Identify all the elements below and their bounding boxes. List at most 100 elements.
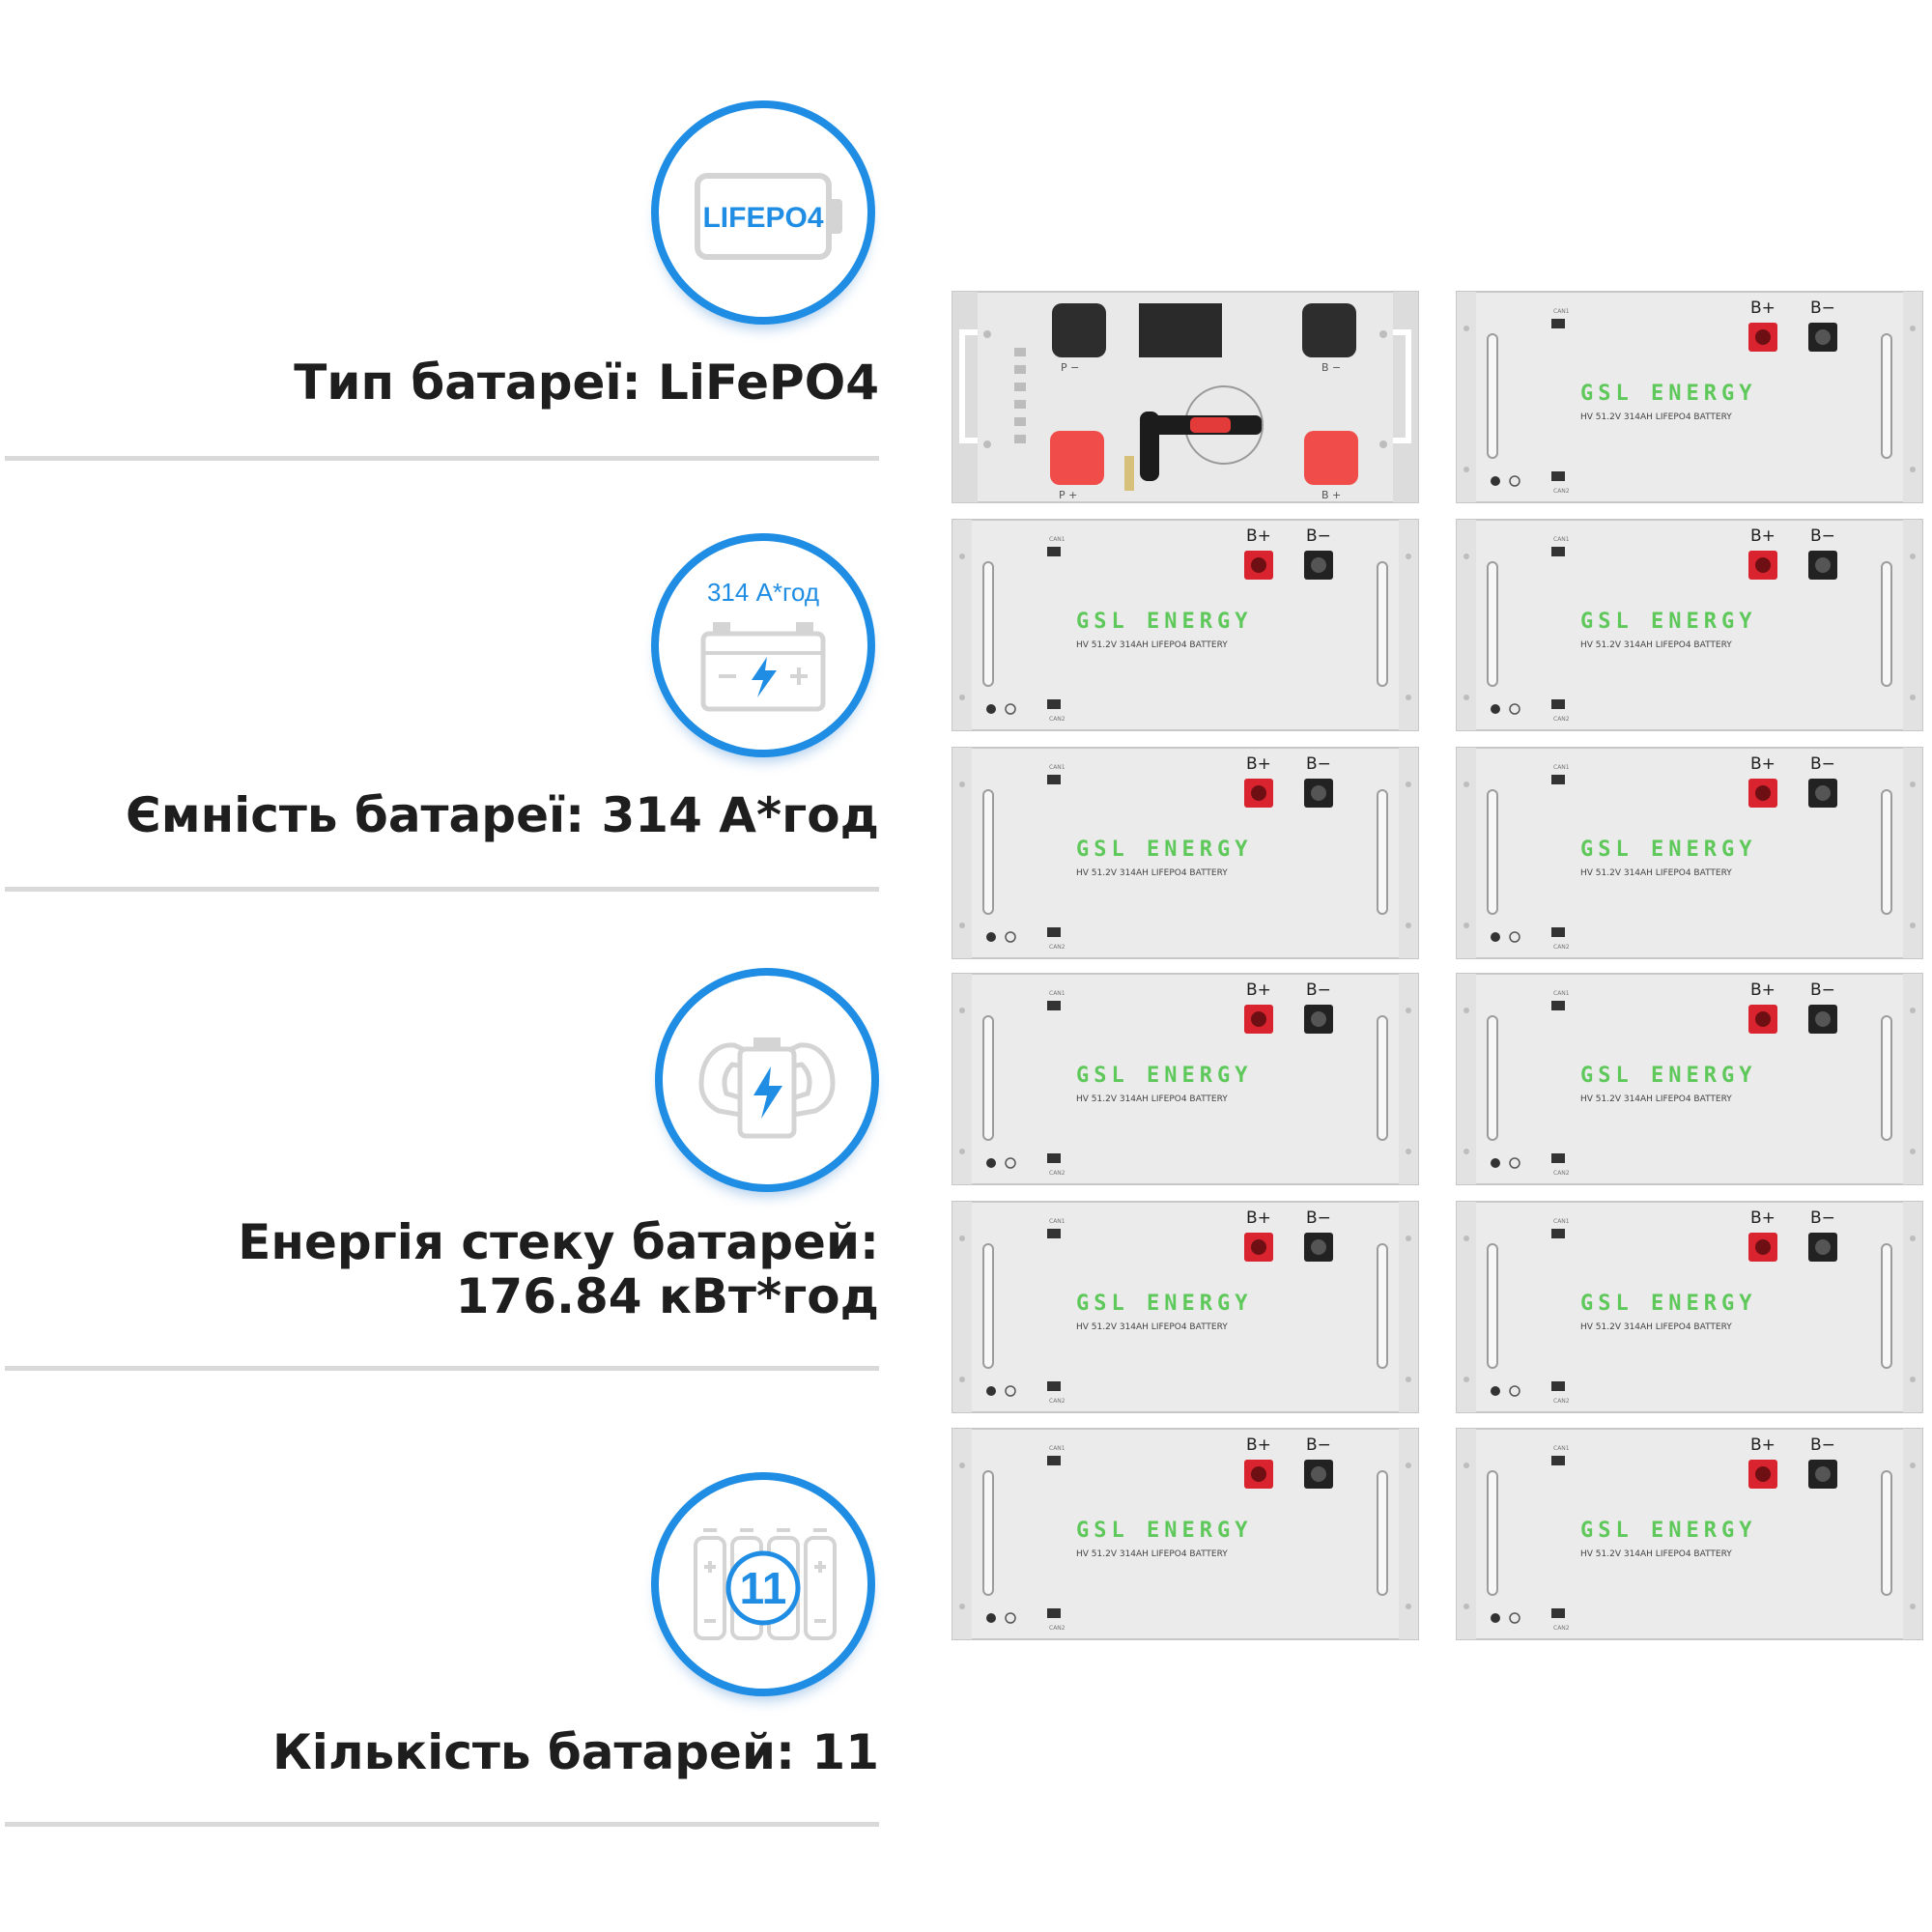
spec-battery-count: 11 Кількість батарей: 11 [0,0,879,1835]
battery-model-label: HV 51.2V 314AH LIFEPO4 BATTERY [1076,1549,1228,1559]
port-label-bottom: CAN2 [1553,716,1570,723]
terminal-plus-label: B+ [1246,754,1271,774]
battery-model-label: HV 51.2V 314AH LIFEPO4 BATTERY [1580,1094,1732,1104]
terminal-plus-label: B+ [1750,1435,1776,1455]
port-label-top: CAN1 [1553,536,1570,543]
brand-logo-text: GSL ENERGY [1580,382,1756,406]
port-label-bottom: CAN2 [1553,1170,1570,1177]
brand-logo-text: GSL ENERGY [1580,1292,1756,1316]
svg-text:11: 11 [740,1563,787,1613]
battery-module: CAN1 CAN2 B+ B− GSL ENERGY HV 51.2V 314A… [949,1427,1422,1641]
terminal-plus-label: B+ [1246,1435,1271,1455]
battery-model-label: HV 51.2V 314AH LIFEPO4 BATTERY [1580,1322,1732,1332]
battery-module: CAN1 CAN2 B+ B− GSL ENERGY HV 51.2V 314A… [1453,1200,1926,1414]
battery-model-label: HV 51.2V 314AH LIFEPO4 BATTERY [1580,412,1732,422]
brand-logo-text: GSL ENERGY [1076,1064,1252,1088]
divider [5,1822,879,1827]
port-label-bottom: CAN2 [1553,944,1570,951]
battery-model-label: HV 51.2V 314AH LIFEPO4 BATTERY [1580,868,1732,878]
spec-label-battery-capacity: Ємність батареї: 314 А*год [126,787,879,843]
battery-capacity-icon: 314 А*год [651,533,875,757]
spec-label-stack-energy-line2: 176.84 кВт*год [455,1268,879,1324]
port-label-top: CAN1 [1553,990,1570,997]
terminal-plus-label: B+ [1246,980,1271,1000]
port-label-bottom: CAN2 [1049,1398,1065,1405]
lifepo4-battery-icon: LIFEPO4 [651,100,875,325]
battery-model-label: HV 51.2V 314AH LIFEPO4 BATTERY [1076,640,1228,650]
battery-model-label: HV 51.2V 314AH LIFEPO4 BATTERY [1076,1322,1228,1332]
terminal-plus-label: B+ [1750,1208,1776,1228]
spec-label-battery-count: Кількість батарей: 11 [271,1724,879,1780]
terminal-plus-label: B+ [1750,298,1776,318]
terminal-minus-label: B− [1810,980,1835,1000]
port-label-top: CAN1 [1049,764,1065,771]
brand-logo-text: GSL ENERGY [1076,1519,1252,1543]
battery-model-label: HV 51.2V 314AH LIFEPO4 BATTERY [1580,1549,1732,1559]
battery-module: CAN1 CAN2 B+ B− GSL ENERGY HV 51.2V 314A… [1453,290,1926,504]
terminal-plus-label: B+ [1246,526,1271,546]
divider [5,887,879,892]
spec-stack-energy: Енергія стеку батарей: 176.84 кВт*год [0,0,879,1381]
terminal-minus-label: B− [1306,754,1331,774]
brand-logo-text: GSL ENERGY [1076,610,1252,634]
battery-model-label: HV 51.2V 314AH LIFEPO4 BATTERY [1580,640,1732,650]
battery-model-label: HV 51.2V 314AH LIFEPO4 BATTERY [1076,1094,1228,1104]
terminal-plus-label: B+ [1750,526,1776,546]
terminal-minus-label: B− [1810,298,1835,318]
terminal-plus-label: B+ [1750,980,1776,1000]
strong-battery-icon [655,968,879,1192]
terminal-plus-label: B+ [1246,1208,1271,1228]
terminal-minus-label: B− [1306,1435,1331,1455]
battery-module: CAN1 CAN2 B+ B− GSL ENERGY HV 51.2V 314A… [949,1200,1422,1414]
port-label-top: CAN1 [1553,764,1570,771]
svg-text:B +: B + [1321,489,1341,501]
port-label-top: CAN1 [1049,990,1065,997]
port-label-bottom: CAN2 [1049,944,1065,951]
battery-module: CAN1 CAN2 B+ B− GSL ENERGY HV 51.2V 314A… [1453,1427,1926,1641]
battery-count-icon: 11 [651,1472,875,1696]
battery-module: CAN1 CAN2 B+ B− GSL ENERGY HV 51.2V 314A… [1453,746,1926,960]
port-label-bottom: CAN2 [1049,716,1065,723]
spec-label-battery-type: Тип батареї: LiFePO4 [294,355,879,411]
port-label-bottom: CAN2 [1553,1625,1570,1632]
battery-module: CAN1 CAN2 B+ B− GSL ENERGY HV 51.2V 314A… [949,518,1422,732]
port-label-bottom: CAN2 [1553,1398,1570,1405]
battery-model-label: HV 51.2V 314AH LIFEPO4 BATTERY [1076,868,1228,878]
port-label-bottom: CAN2 [1049,1625,1065,1632]
terminal-minus-label: B− [1306,526,1331,546]
divider [5,456,879,461]
port-label-top: CAN1 [1049,1445,1065,1452]
svg-text:LIFEPO4: LIFEPO4 [702,202,823,234]
port-label-bottom: CAN2 [1049,1170,1065,1177]
terminal-minus-label: B− [1306,980,1331,1000]
brand-logo-text: GSL ENERGY [1580,838,1756,862]
port-label-top: CAN1 [1049,1218,1065,1225]
svg-text:P +: P + [1059,489,1077,501]
brand-logo-text: GSL ENERGY [1580,610,1756,634]
terminal-minus-label: B− [1810,754,1835,774]
battery-module: CAN1 CAN2 B+ B− GSL ENERGY HV 51.2V 314A… [1453,518,1926,732]
port-label-bottom: CAN2 [1553,488,1570,495]
battery-module: CAN1 CAN2 B+ B− GSL ENERGY HV 51.2V 314A… [1453,972,1926,1186]
port-label-top: CAN1 [1049,536,1065,543]
brand-logo-text: GSL ENERGY [1076,1292,1252,1316]
terminal-plus-label: B+ [1750,754,1776,774]
terminal-minus-label: B− [1810,1208,1835,1228]
terminal-minus-label: B− [1810,1435,1835,1455]
svg-text:B −: B − [1321,361,1341,374]
terminal-minus-label: B− [1306,1208,1331,1228]
svg-text:314 А*год: 314 А*год [707,578,819,607]
battery-module: CAN1 CAN2 B+ B− GSL ENERGY HV 51.2V 314A… [949,746,1422,960]
brand-logo-text: GSL ENERGY [1076,838,1252,862]
port-label-top: CAN1 [1553,1218,1570,1225]
svg-text:P −: P − [1061,361,1079,374]
brand-logo-text: GSL ENERGY [1580,1519,1756,1543]
spec-battery-capacity: 314 А*год Ємність батареї: 314 А*год [0,0,879,898]
terminal-minus-label: B− [1810,526,1835,546]
spec-label-stack-energy-line1: Енергія стеку батарей: [238,1214,879,1270]
battery-module: CAN1 CAN2 B+ B− GSL ENERGY HV 51.2V 314A… [949,972,1422,1186]
divider [5,1366,879,1371]
spec-battery-type: LIFEPO4 Тип батареї: LiFePO4 [0,0,879,464]
high-voltage-controller-box: P − B − P + B + [949,290,1422,504]
brand-logo-text: GSL ENERGY [1580,1064,1756,1088]
